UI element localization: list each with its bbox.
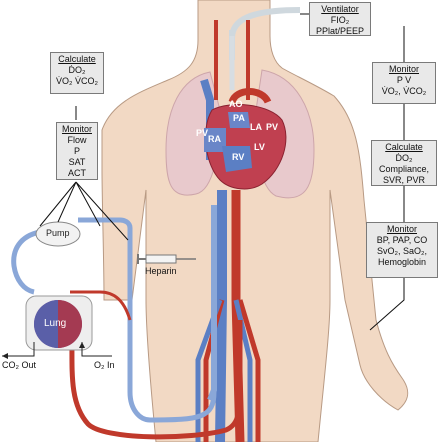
aortic-arch <box>228 88 272 104</box>
right-atrium <box>204 128 226 152</box>
heart-label-ao: AO <box>229 99 243 109</box>
monitor-left-sat: SAT <box>68 157 86 167</box>
calculate-right-line3: SVR, PVR <box>382 175 425 185</box>
monitor-left-flow: Flow <box>67 135 87 145</box>
monitor-left-p: P <box>73 146 80 156</box>
heart-label-pa: PA <box>233 113 245 123</box>
calculate-left-title: Calculate <box>58 54 96 64</box>
co2-out-label: CO₂ Out <box>2 360 37 370</box>
pump-label: Pump <box>46 228 70 238</box>
ventilator-fio2: FIO₂ <box>330 15 350 25</box>
arterial-circuit-tube <box>69 320 243 440</box>
arterial-return-upper <box>70 290 132 321</box>
o2-in-label: O₂ In <box>94 360 115 370</box>
calculate-right-line2: Compliance, <box>378 164 430 174</box>
o2-arrow <box>79 342 85 348</box>
ventilator-box[interactable]: Ventilator FIO₂ PPlat/PEEP <box>309 2 371 36</box>
calculate-box-right[interactable]: Calculate ḊO₂ Compliance, SVR, PVR <box>371 140 437 186</box>
heart-label-rv: RV <box>232 152 245 162</box>
monitor-right-bottom-line1: BP, PAP, CO <box>376 235 428 245</box>
monitor-right-bottom-title: Monitor <box>386 224 417 234</box>
carotid-vessels <box>214 20 250 100</box>
right-ventricle <box>222 146 252 172</box>
monitor-right-top-line2: V̇O₂, V̇CO₂ <box>381 86 427 96</box>
monitor-right-top-title: Monitor <box>388 64 419 74</box>
heart-label-ra: RA <box>208 134 221 144</box>
heart-label-pv-right: PV <box>266 122 279 132</box>
monitor-box-left[interactable]: Monitor Flow P SAT ACT <box>56 122 98 180</box>
heart-label-lv: LV <box>254 142 265 152</box>
monitor-left-connectors <box>39 106 129 241</box>
monitor-left-title: Monitor <box>61 124 92 134</box>
pump-to-lung-tube <box>11 229 41 295</box>
heart-label-pv-left: PV <box>196 128 209 138</box>
monitor-box-right-top[interactable]: Monitor P V V̇O₂, V̇CO₂ <box>372 62 436 104</box>
heparin-label: Heparin <box>145 266 177 276</box>
monitor-right-bottom-line2: SvO₂, SaO₂, <box>376 246 427 256</box>
oxygenator-lung-blue-half <box>34 300 58 348</box>
body-silhouette <box>101 0 409 442</box>
calculate-left-line1: ḊO₂ <box>68 65 86 75</box>
venous-circuit-tube <box>78 217 217 423</box>
calculate-box-left[interactable]: Calculate ḊO₂ V̇O₂ V̇CO₂ <box>50 52 104 94</box>
heparin-syringe-icon <box>137 254 196 264</box>
monitor-right-top-line1: P V <box>396 75 412 85</box>
calculate-right-line1: ḊO₂ <box>395 153 413 163</box>
monitor-right-connectors <box>300 13 405 331</box>
ventilator-title: Ventilator <box>321 4 359 14</box>
ventilator-pplat-peep: PPlat/PEEP <box>315 26 365 36</box>
calculate-right-title: Calculate <box>385 142 423 152</box>
lung-label: Lung <box>44 318 67 329</box>
co2-out-line <box>2 342 35 357</box>
oxygenator-lung-red-half <box>58 300 82 348</box>
monitor-box-right-bottom[interactable]: Monitor BP, PAP, CO SvO₂, SaO₂, Hemoglob… <box>366 222 438 278</box>
calculate-left-line2: V̇O₂ V̇CO₂ <box>56 76 98 86</box>
monitor-right-bottom-line3: Hemoglobin <box>377 257 427 267</box>
pulmonary-artery <box>228 112 250 128</box>
co2-arrow <box>2 353 8 359</box>
monitor-left-act: ACT <box>68 168 86 178</box>
heart-label-la: LA <box>250 122 262 132</box>
